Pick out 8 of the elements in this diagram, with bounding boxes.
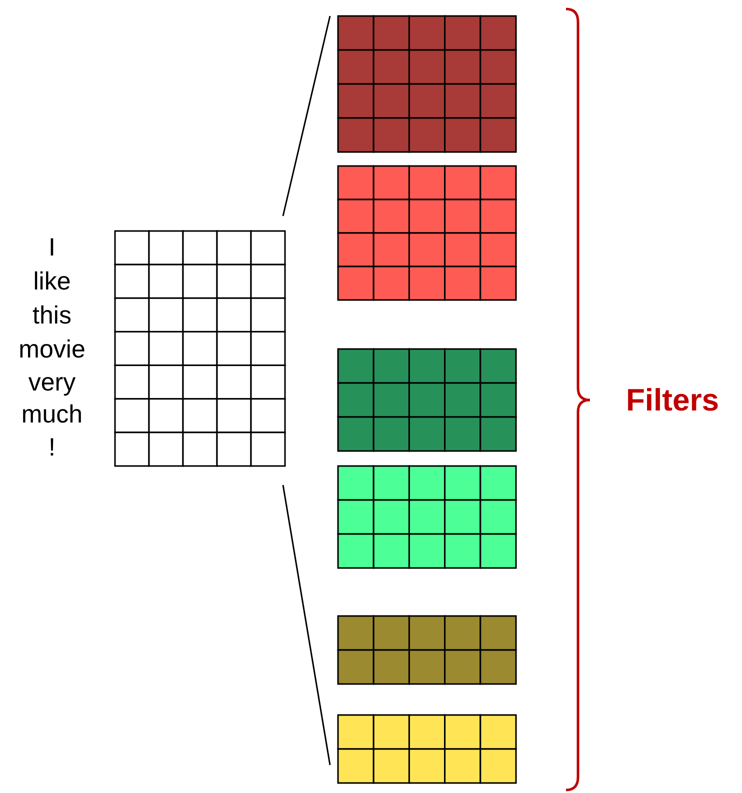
word-label: I (48, 236, 56, 260)
brace-label: Filters (626, 384, 720, 416)
word-label: this (32, 304, 72, 328)
word-label: much (21, 402, 83, 428)
word-label: ! (48, 436, 56, 460)
word-label: very (28, 370, 76, 396)
word-label: like (33, 270, 71, 294)
word-label: movie (18, 338, 86, 362)
